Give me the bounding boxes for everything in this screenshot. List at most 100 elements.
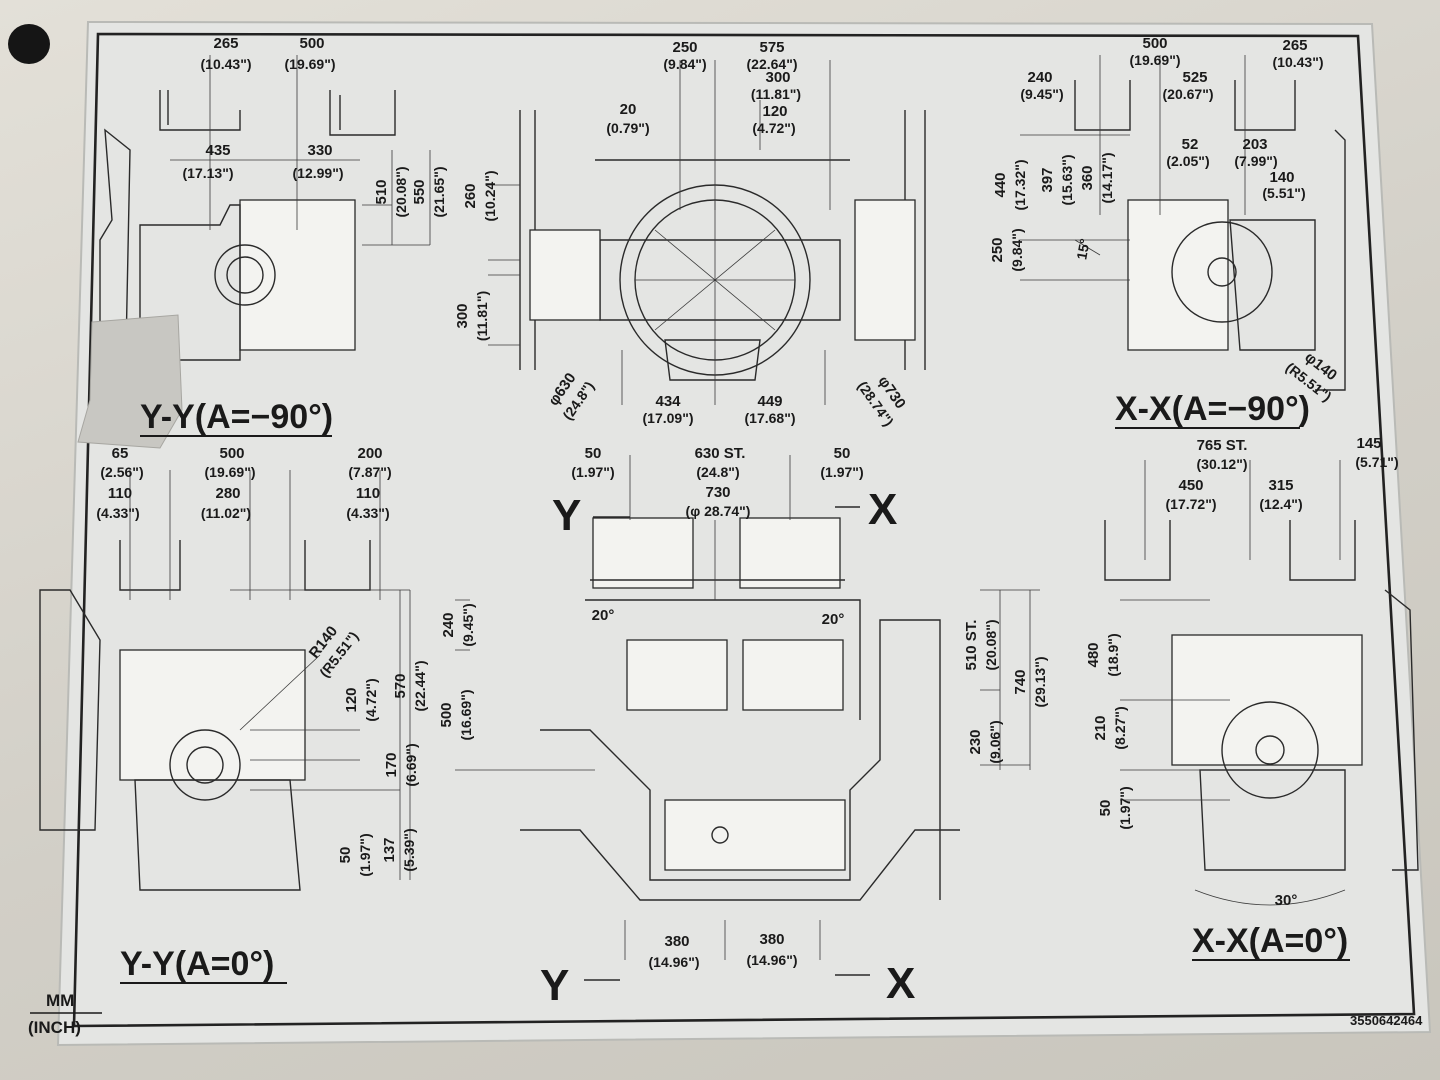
dim-inch: (14.17") — [1099, 153, 1115, 204]
dim-value: 449 — [757, 393, 782, 410]
dim-inch: (1.97") — [820, 464, 863, 480]
dim-inch: (9.45") — [460, 603, 476, 646]
dim-value: 740 — [1012, 669, 1029, 694]
dim-value: 50 — [1097, 800, 1114, 817]
dim-inch: (4.33") — [346, 505, 389, 521]
dim-value: 570 — [392, 673, 409, 698]
dim-inch: (30.12") — [1197, 456, 1248, 472]
axis-y-label-lower: Y — [540, 961, 569, 1010]
dim-value: 500 — [438, 702, 455, 727]
dim-inch: (9.84") — [663, 56, 706, 72]
dim-angle: 20° — [592, 607, 615, 624]
dim-value: 300 — [765, 69, 790, 86]
dim-inch: (22.64") — [747, 56, 798, 72]
dim-inch: (17.13") — [183, 165, 234, 181]
drawing-geometry — [39, 55, 1419, 981]
dim-value: 250 — [672, 39, 697, 56]
dim-inch: (20.67") — [1163, 86, 1214, 102]
dim-inch: (8.27") — [1112, 706, 1128, 749]
dim-inch: (4.33") — [96, 505, 139, 521]
dim-value: 630 ST. — [695, 445, 746, 462]
axis-x-label-lower: X — [886, 959, 915, 1008]
dim-inch: (10.24") — [482, 171, 498, 222]
dim-value: 575 — [759, 39, 784, 56]
dim-inch: (4.72") — [752, 120, 795, 136]
mounting-hole — [8, 24, 50, 64]
dim-value: 550 — [411, 179, 428, 204]
dim-value: 265 — [213, 35, 238, 52]
dim-inch: (19.69") — [205, 464, 256, 480]
dim-inch: (20.08") — [983, 620, 999, 671]
dim-inch: (24.8") — [696, 464, 739, 480]
dim-value: 50 — [337, 847, 354, 864]
dim-inch: (17.68") — [745, 410, 796, 426]
dim-inch: (16.69") — [458, 690, 474, 741]
dim-value: 450 — [1178, 477, 1203, 494]
dim-inch: (6.69") — [403, 743, 419, 786]
dim-inch: (19.69") — [1130, 52, 1181, 68]
dim-inch: (1.97") — [357, 833, 373, 876]
dim-inch: (10.43") — [1273, 54, 1324, 70]
dim-value: 65 — [112, 445, 129, 462]
dim-value: 170 — [383, 752, 400, 777]
dim-inch: (7.87") — [348, 464, 391, 480]
dim-inch: (17.72") — [1166, 496, 1217, 512]
dim-value: 110 — [356, 485, 380, 502]
dim-value: 110 — [108, 485, 132, 502]
dim-inch: (7.99") — [1234, 153, 1277, 169]
dim-inch: (12.4") — [1259, 496, 1302, 512]
dim-inch: (20.08") — [393, 167, 409, 218]
dim-value: 510 ST. — [963, 620, 980, 671]
dim-inch: (22.44") — [412, 661, 428, 712]
dim-inch: (18.9") — [1105, 633, 1121, 676]
dim-value: 260 — [462, 183, 479, 208]
unit-inch: (INCH) — [28, 1018, 81, 1037]
dim-inch: (1.97") — [1117, 786, 1133, 829]
dimension-labels: 265 (10.43") 500 (19.69") 435 (17.13") 3… — [96, 35, 1398, 970]
dim-value: 480 — [1085, 642, 1102, 667]
dim-value: 120 — [762, 103, 787, 120]
dim-angle: 20° — [822, 611, 845, 628]
dim-value: 203 — [1242, 136, 1267, 153]
dim-inch: (14.96") — [649, 954, 700, 970]
dim-inch: (17.32") — [1012, 160, 1028, 211]
dim-value: 360 — [1079, 165, 1096, 190]
dim-value: 230 — [967, 729, 984, 754]
dim-inch: (29.13") — [1032, 657, 1048, 708]
dim-inch: (12.99") — [293, 165, 344, 181]
dim-value: 200 — [357, 445, 382, 462]
part-number: 3550642464 — [1350, 1013, 1423, 1028]
dim-inch: (11.81") — [751, 86, 801, 102]
dim-value: 730 — [705, 484, 730, 501]
dim-value: 765 ST. — [1197, 437, 1248, 454]
dim-inch: (2.05") — [1166, 153, 1209, 169]
dim-value: 50 — [834, 445, 851, 462]
dim-inch: (21.65") — [431, 167, 447, 218]
dim-value: 240 — [440, 612, 457, 637]
dim-value: 265 — [1282, 37, 1307, 54]
dim-value: 52 — [1182, 136, 1199, 153]
dim-value: 50 — [585, 445, 602, 462]
axis-y-label: Y — [552, 491, 581, 540]
dim-angle: 30° — [1275, 892, 1298, 909]
dim-inch: (17.09") — [643, 410, 694, 426]
dim-inch: (9.84") — [1009, 228, 1025, 271]
dim-inch: (0.79") — [606, 120, 649, 136]
dim-value: 140 — [1269, 169, 1294, 186]
dim-value: 315 — [1268, 477, 1293, 494]
dim-value: 510 — [373, 179, 390, 204]
dim-inch: (5.39") — [401, 828, 417, 871]
dim-value: 500 — [219, 445, 244, 462]
dim-inch: (11.02") — [201, 505, 251, 521]
dim-value: 120 — [343, 687, 360, 712]
dim-value: 500 — [299, 35, 324, 52]
dim-value: 500 — [1142, 35, 1167, 52]
axis-x-label: X — [868, 485, 897, 534]
view-title-yy-tilt: Y-Y(A=−90°) — [140, 398, 333, 436]
dim-value: 145 — [1356, 435, 1381, 452]
dim-inch: (19.69") — [285, 56, 336, 72]
dim-value: 397 — [1039, 167, 1056, 192]
dim-value: 210 — [1092, 715, 1109, 740]
